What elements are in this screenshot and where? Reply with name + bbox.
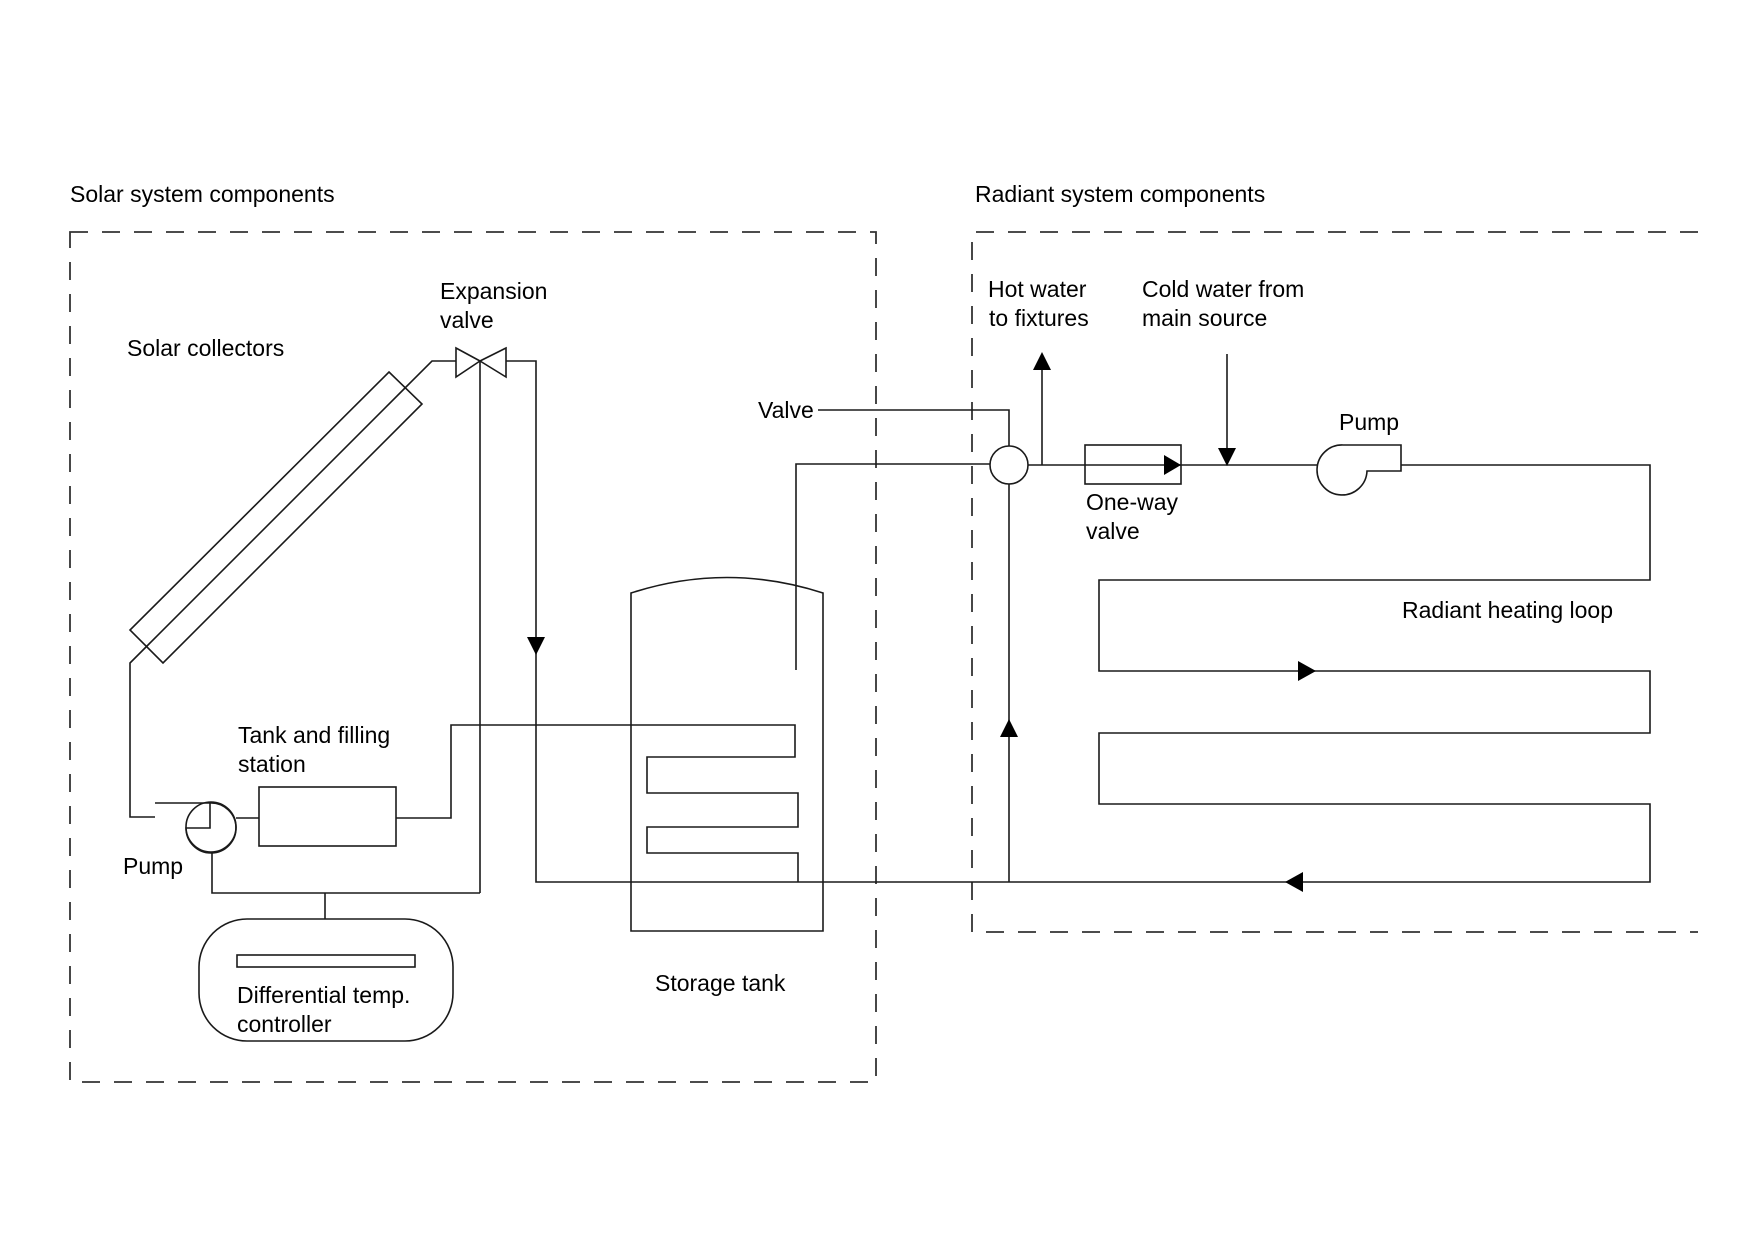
storage-tank-label: Storage tank	[655, 970, 786, 996]
solar-collector-icon	[128, 370, 424, 665]
valve-label: Valve	[758, 397, 814, 423]
differential-temp-controller	[198, 893, 454, 1042]
hot-water-label-2: to fixtures	[989, 305, 1089, 331]
flow-arrow-down	[527, 637, 545, 655]
tank-station-label-1: Tank and filling	[238, 722, 391, 748]
controller-label-2: controller	[237, 1011, 332, 1037]
one-way-valve-icon	[1084, 444, 1182, 485]
mixing-valve-icon	[989, 445, 1029, 485]
expansion-valve-label-1: Expansion	[440, 278, 548, 304]
radiant-heating-loop	[1010, 464, 1651, 883]
loop-arrow-left	[1285, 872, 1303, 892]
one-way-valve-label-2: valve	[1086, 518, 1140, 544]
radiant-pump-icon	[1316, 444, 1402, 496]
cold-water-label-2: main source	[1142, 305, 1268, 331]
radiant-loop-label: Radiant heating loop	[1402, 597, 1613, 623]
solar-pump-icon	[155, 801, 237, 854]
cold-water-arrow-icon	[1218, 448, 1236, 466]
storage-tank-icon	[630, 576, 824, 932]
one-way-arrow-icon	[1164, 455, 1181, 475]
pipe-expansion-right	[506, 360, 1010, 883]
pipe-pump-to-controller-line	[211, 852, 480, 894]
expansion-valve-icon	[455, 346, 507, 379]
one-way-valve-label-1: One-way	[1086, 489, 1179, 515]
expansion-valve-label-2: valve	[440, 307, 494, 333]
radiant-pump-label: Pump	[1339, 409, 1400, 435]
pipe-station-to-coil	[396, 724, 799, 882]
solar-group-title: Solar system components	[70, 181, 335, 207]
solar-pump-label: Pump	[123, 853, 184, 879]
pipe-collector-to-pump	[129, 646, 155, 818]
radiant-group-boundary	[971, 231, 1698, 933]
cold-water-label-1: Cold water from	[1142, 276, 1305, 302]
loop-arrow-right	[1298, 661, 1316, 681]
pipe-tank-hot-outlet	[795, 463, 990, 670]
flow-arrow-up	[1000, 719, 1018, 737]
radiant-group-title: Radiant system components	[975, 181, 1266, 207]
hot-water-arrow-icon	[1033, 352, 1051, 370]
controller-label-1: Differential temp.	[237, 982, 411, 1008]
tank-station-label-2: station	[238, 751, 306, 777]
valve-leader-line	[818, 409, 1010, 446]
solar-collectors-label: Solar collectors	[127, 335, 285, 361]
tank-filling-station	[258, 786, 397, 847]
hot-water-label-1: Hot water	[988, 276, 1087, 302]
pipe-collector-to-expansion	[404, 360, 456, 389]
